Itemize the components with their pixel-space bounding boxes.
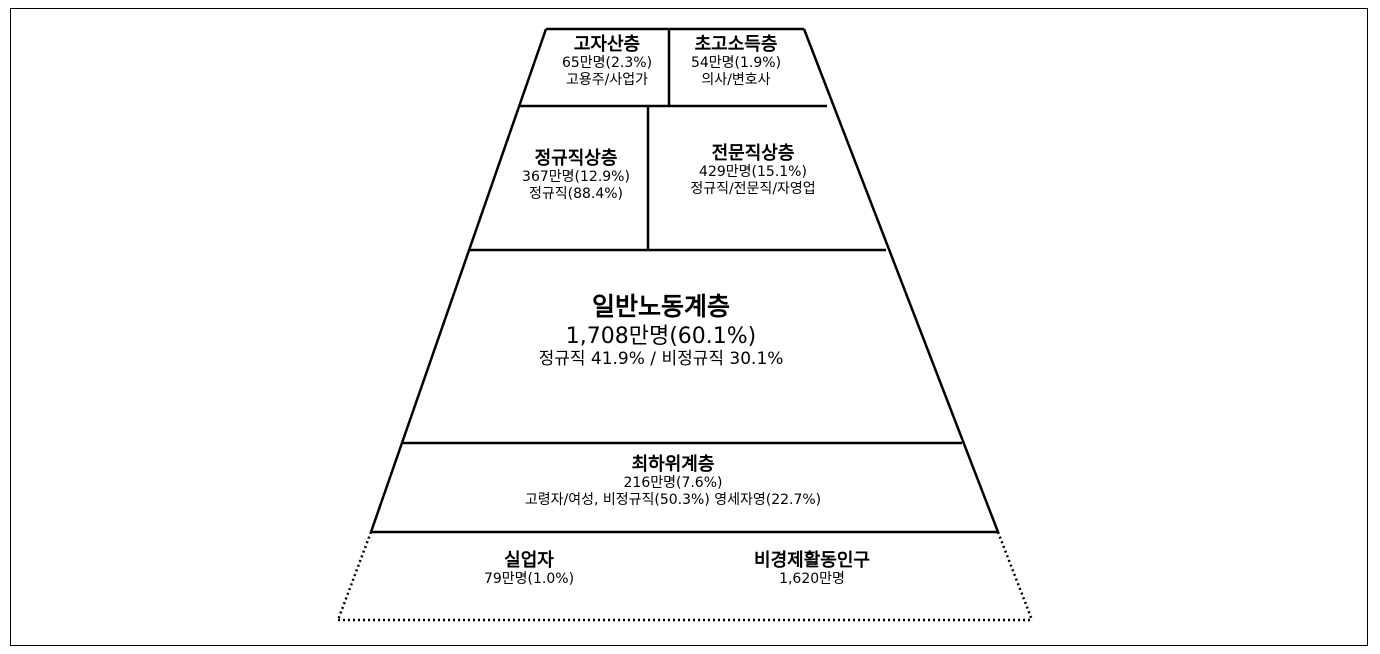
tier-title: 전문직상층 — [711, 143, 795, 164]
tier-high-assets: 고자산층 65만명(2.3%) 고용주/사업가 — [562, 34, 652, 88]
tier-lowest: 최하위계층 216만명(7.6%) 고령자/여성, 비정규직(50.3%) 영세… — [525, 454, 821, 508]
tier-title: 최하위계층 — [631, 454, 715, 475]
tier-top-income: 초고소득층 54만명(1.9%) 의사/변호사 — [691, 34, 781, 88]
dotted-right-edge — [996, 531, 1034, 621]
tier-title: 고자산층 — [573, 34, 641, 55]
tier-count: 216만명(7.6%) — [623, 475, 723, 492]
tier-desc: 정규직/전문직/자영업 — [690, 180, 816, 197]
tier-desc: 고용주/사업가 — [565, 71, 648, 88]
group-unemployed: 실업자 79만명(1.0%) — [484, 550, 574, 588]
tier-title: 정규직상층 — [534, 148, 618, 169]
tier-desc: 정규직 41.9% / 비정규직 30.1% — [538, 349, 784, 370]
outer-frame — [10, 8, 1368, 646]
group-title: 실업자 — [504, 550, 554, 571]
pyramid-right-edge — [802, 28, 1000, 533]
tier-desc: 고령자/여성, 비정규직(50.3%) 영세자영(22.7%) — [524, 491, 822, 508]
group-count: 1,620만명 — [779, 571, 845, 588]
tier-count: 429만명(15.1%) — [699, 164, 807, 181]
tier-general-labor: 일반노동계층 1,708만명(60.1%) 정규직 41.9% / 비정규직 3… — [539, 291, 784, 370]
tier-count: 1,708만명(60.1%) — [565, 323, 757, 349]
group-economically-inactive: 비경제활동인구 1,620만명 — [754, 550, 870, 588]
tier-desc: 의사/변호사 — [701, 71, 771, 88]
tier-count: 54만명(1.9%) — [690, 55, 782, 72]
tier-desc: 정규직(88.4%) — [528, 185, 624, 202]
pyramid-left-edge — [369, 28, 548, 533]
dotted-left-edge — [336, 531, 373, 621]
tier-regular-upper: 정규직상층 367만명(12.9%) 정규직(88.4%) — [522, 148, 630, 202]
tier-count: 65만명(2.3%) — [561, 55, 653, 72]
group-title: 비경제활동인구 — [754, 550, 870, 571]
tier-professional-upper: 전문직상층 429만명(15.1%) 정규직/전문직/자영업 — [690, 143, 815, 197]
tier-title: 일반노동계층 — [591, 292, 730, 321]
tier-count: 367만명(12.9%) — [522, 169, 630, 186]
group-count: 79만명(1.0%) — [483, 571, 575, 588]
tier-title: 초고소득층 — [694, 34, 778, 55]
